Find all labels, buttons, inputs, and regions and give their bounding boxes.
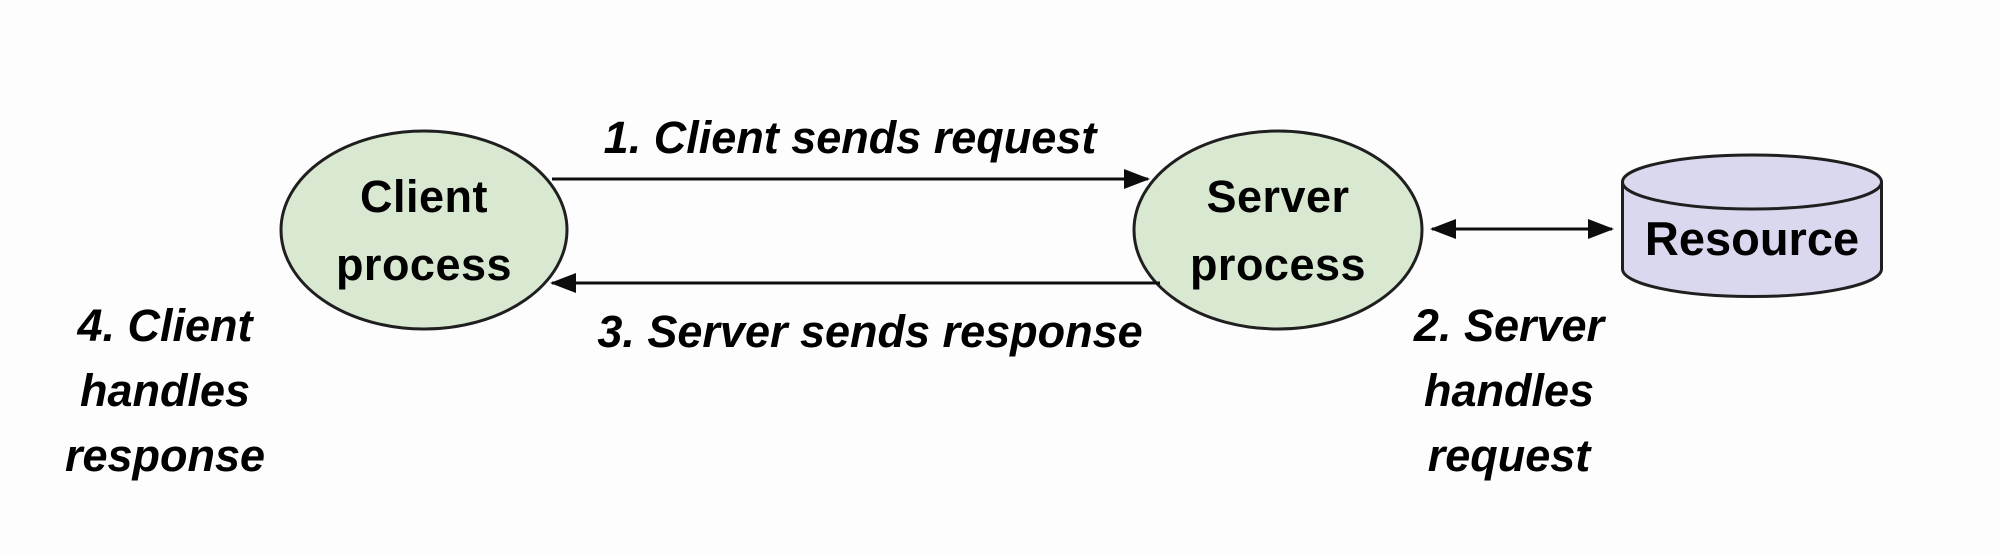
step2-label-line3: request <box>1427 430 1591 481</box>
step4-label: 4. Client handles response <box>25 293 305 488</box>
step4-label-line1: 4. Client <box>77 300 253 351</box>
server-process-node <box>1132 129 1424 331</box>
step3-label: 3. Server sends response <box>597 306 1143 357</box>
resource-label: Resource <box>1644 211 1860 265</box>
step4-label-line3: response <box>64 430 266 481</box>
client-process-label: Client process <box>281 132 567 330</box>
step2-label: 2. Server handles request <box>1374 293 1644 488</box>
client-label-line1: Client <box>359 171 488 222</box>
step2-label-line2: handles <box>1423 365 1595 416</box>
step4-label-line2: handles <box>79 365 251 416</box>
resource-cylinder-body <box>1621 182 1883 298</box>
resource-cylinder-top <box>1621 153 1883 211</box>
server-label-line1: Server <box>1206 171 1350 222</box>
client-process-node <box>279 129 569 331</box>
step2-label-line1: 2. Server <box>1413 300 1605 351</box>
step1-label: 1. Client sends request <box>603 112 1097 163</box>
server-process-label: Server process <box>1134 132 1422 330</box>
client-label-line2: process <box>335 239 513 290</box>
server-label-line2: process <box>1189 239 1367 290</box>
